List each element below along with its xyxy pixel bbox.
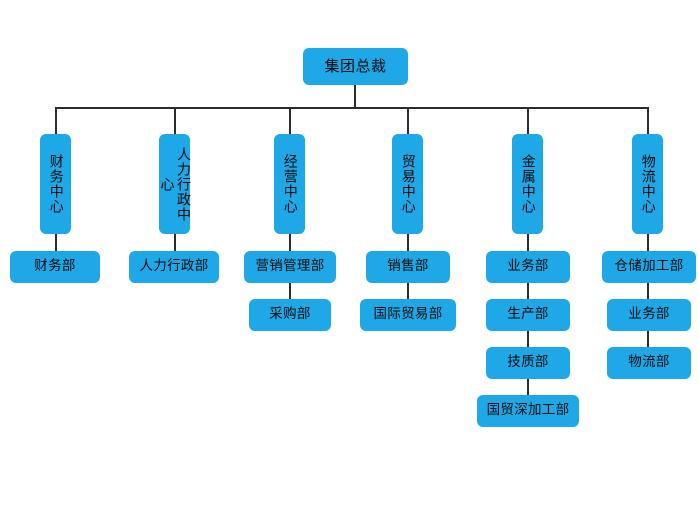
connector-center-6-dept [647,234,649,252]
node-dept-international-trade[interactable]: 国际贸易部 [360,299,456,331]
node-dept-warehouse-processing[interactable]: 仓储加工部 [602,251,696,283]
node-label: 贸易中心 [399,154,416,214]
node-dept-technical-quality[interactable]: 技质部 [486,347,570,379]
connector-dept-6-1-2 [647,283,649,301]
node-dept-logistics-business[interactable]: 业务部 [607,299,691,331]
node-center-operations[interactable]: 经营中心 [274,134,305,234]
connector-drop-1 [55,107,57,134]
connector-bus [55,107,649,109]
node-label: 经营中心 [281,154,298,214]
node-label: 物流中心 [639,154,656,214]
connector-center-2-dept [174,234,176,252]
node-dept-production[interactable]: 生产部 [486,299,570,331]
node-dept-finance[interactable]: 财务部 [10,251,100,283]
connector-dept-4-1-2 [407,283,409,301]
connector-center-3-dept [289,234,291,252]
node-label: 采购部 [269,306,311,323]
connector-drop-5 [527,107,529,134]
connector-dept-3-1-2 [289,283,291,301]
node-dept-metal-business[interactable]: 业务部 [486,251,570,283]
node-label: 国贸深加工部 [486,402,570,419]
node-label: 生产部 [507,306,549,323]
connector-dept-5-1-2 [527,283,529,301]
node-label: 仓储加工部 [614,258,684,275]
connector-dept-6-2-3 [647,331,649,349]
node-label: 业务部 [628,306,670,323]
node-dept-hr-admin[interactable]: 人力行政部 [129,251,219,283]
node-label: 营销管理部 [255,258,325,275]
connector-drop-2 [174,107,176,134]
node-center-metal[interactable]: 金属中心 [512,134,543,234]
node-label: 技质部 [507,354,549,371]
connector-drop-3 [289,107,291,134]
connector-drop-4 [407,107,409,134]
node-dept-marketing-management[interactable]: 营销管理部 [244,251,336,283]
node-center-logistics[interactable]: 物流中心 [632,134,663,234]
node-label: 国际贸易部 [373,306,443,323]
node-label: 财务中心 [47,154,64,214]
node-label: 物流部 [628,354,670,371]
node-group-president[interactable]: 集团总裁 [303,48,408,85]
node-label: 金属中心 [519,154,536,214]
connector-dept-5-2-3 [527,331,529,349]
connector-root-stem [354,85,356,108]
node-dept-procurement[interactable]: 采购部 [249,299,331,331]
node-dept-logistics[interactable]: 物流部 [607,347,691,379]
node-label: 人力行政部 [139,258,209,275]
node-label: 人力行政中心 [158,146,192,222]
connector-center-5-dept [527,234,529,252]
node-center-hr-admin[interactable]: 人力行政中心 [158,134,192,234]
node-center-finance[interactable]: 财务中心 [40,134,71,234]
connector-dept-5-3-4 [527,379,529,397]
node-center-trade[interactable]: 贸易中心 [392,134,423,234]
connector-drop-6 [647,107,649,134]
node-label: 业务部 [507,258,549,275]
node-label: 集团总裁 [324,56,387,75]
connector-center-4-dept [407,234,409,252]
node-dept-sales[interactable]: 销售部 [366,251,450,283]
connector-center-1-dept [55,234,57,252]
node-label: 销售部 [387,258,429,275]
node-dept-intl-trade-deep-processing[interactable]: 国贸深加工部 [477,395,579,427]
node-label: 财务部 [34,258,76,275]
